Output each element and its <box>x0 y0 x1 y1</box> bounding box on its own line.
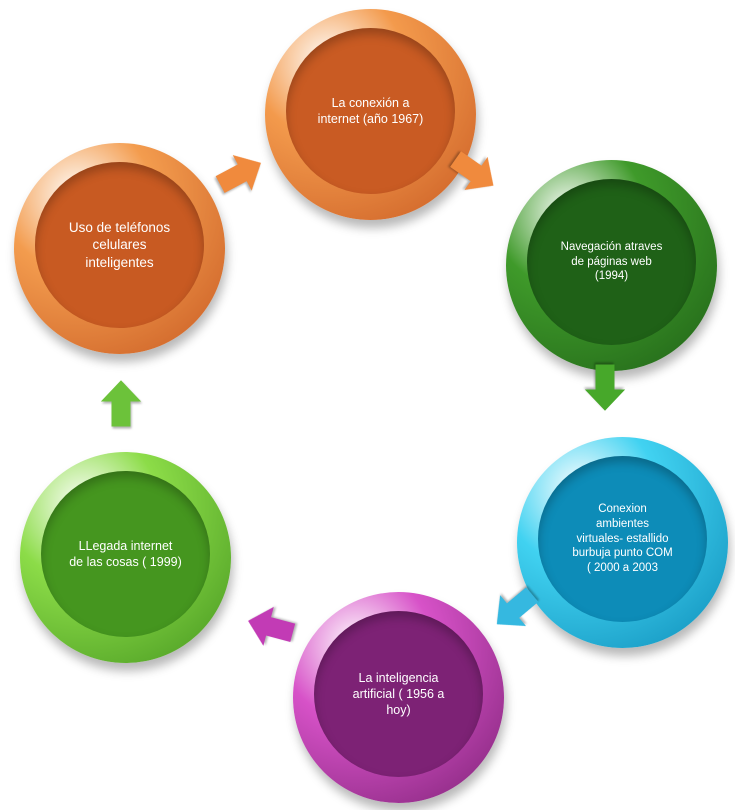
node-face: Uso de teléfonos celulares inteligentes <box>35 162 204 328</box>
arrow-down-icon <box>584 364 626 411</box>
arrow-shape <box>496 587 539 627</box>
arrow-left-icon <box>244 602 299 653</box>
node-label: Uso de teléfonos celulares inteligentes <box>68 220 171 270</box>
node-label: Conexion ambientes virtuales- estallido … <box>572 503 673 575</box>
arrow-shape <box>248 606 296 646</box>
arrow-right-icon <box>444 142 505 201</box>
node-label: La inteligencia artificial ( 1956 a hoy) <box>352 671 445 717</box>
node-label: LLegada internet de las cosas ( 1999) <box>69 539 182 569</box>
node-face: Conexion ambientes virtuales- estallido … <box>538 456 707 622</box>
node-face: Navegación atraves de páginas web (1994) <box>527 179 696 345</box>
arrow-shape <box>450 151 494 190</box>
cycle-node-smartphones: Uso de teléfonos celulares inteligentes <box>14 143 225 354</box>
node-face: La inteligencia artificial ( 1956 a hoy) <box>314 611 483 777</box>
node-label: Navegación atraves de páginas web (1994) <box>560 240 663 283</box>
cycle-node-artificial-intelligence: La inteligencia artificial ( 1956 a hoy) <box>293 592 504 803</box>
arrow-up-icon <box>100 380 142 427</box>
cycle-node-virtual-environments: Conexion ambientes virtuales- estallido … <box>517 437 728 648</box>
arrow-up-right-icon <box>210 146 269 203</box>
node-label: La conexión a internet (año 1967) <box>317 96 424 126</box>
node-face: La conexión a internet (año 1967) <box>286 28 455 194</box>
node-face: LLegada internet de las cosas ( 1999) <box>41 471 210 637</box>
arrow-down-left-icon <box>485 579 546 639</box>
cycle-node-internet-of-things: LLegada internet de las cosas ( 1999) <box>20 452 231 663</box>
arrow-shape <box>215 155 261 193</box>
cycle-node-internet-connection: La conexión a internet (año 1967) <box>265 9 476 220</box>
arrow-shape <box>100 380 142 427</box>
cycle-node-web-navigation: Navegación atraves de páginas web (1994) <box>506 160 717 371</box>
arrow-shape <box>584 364 626 411</box>
